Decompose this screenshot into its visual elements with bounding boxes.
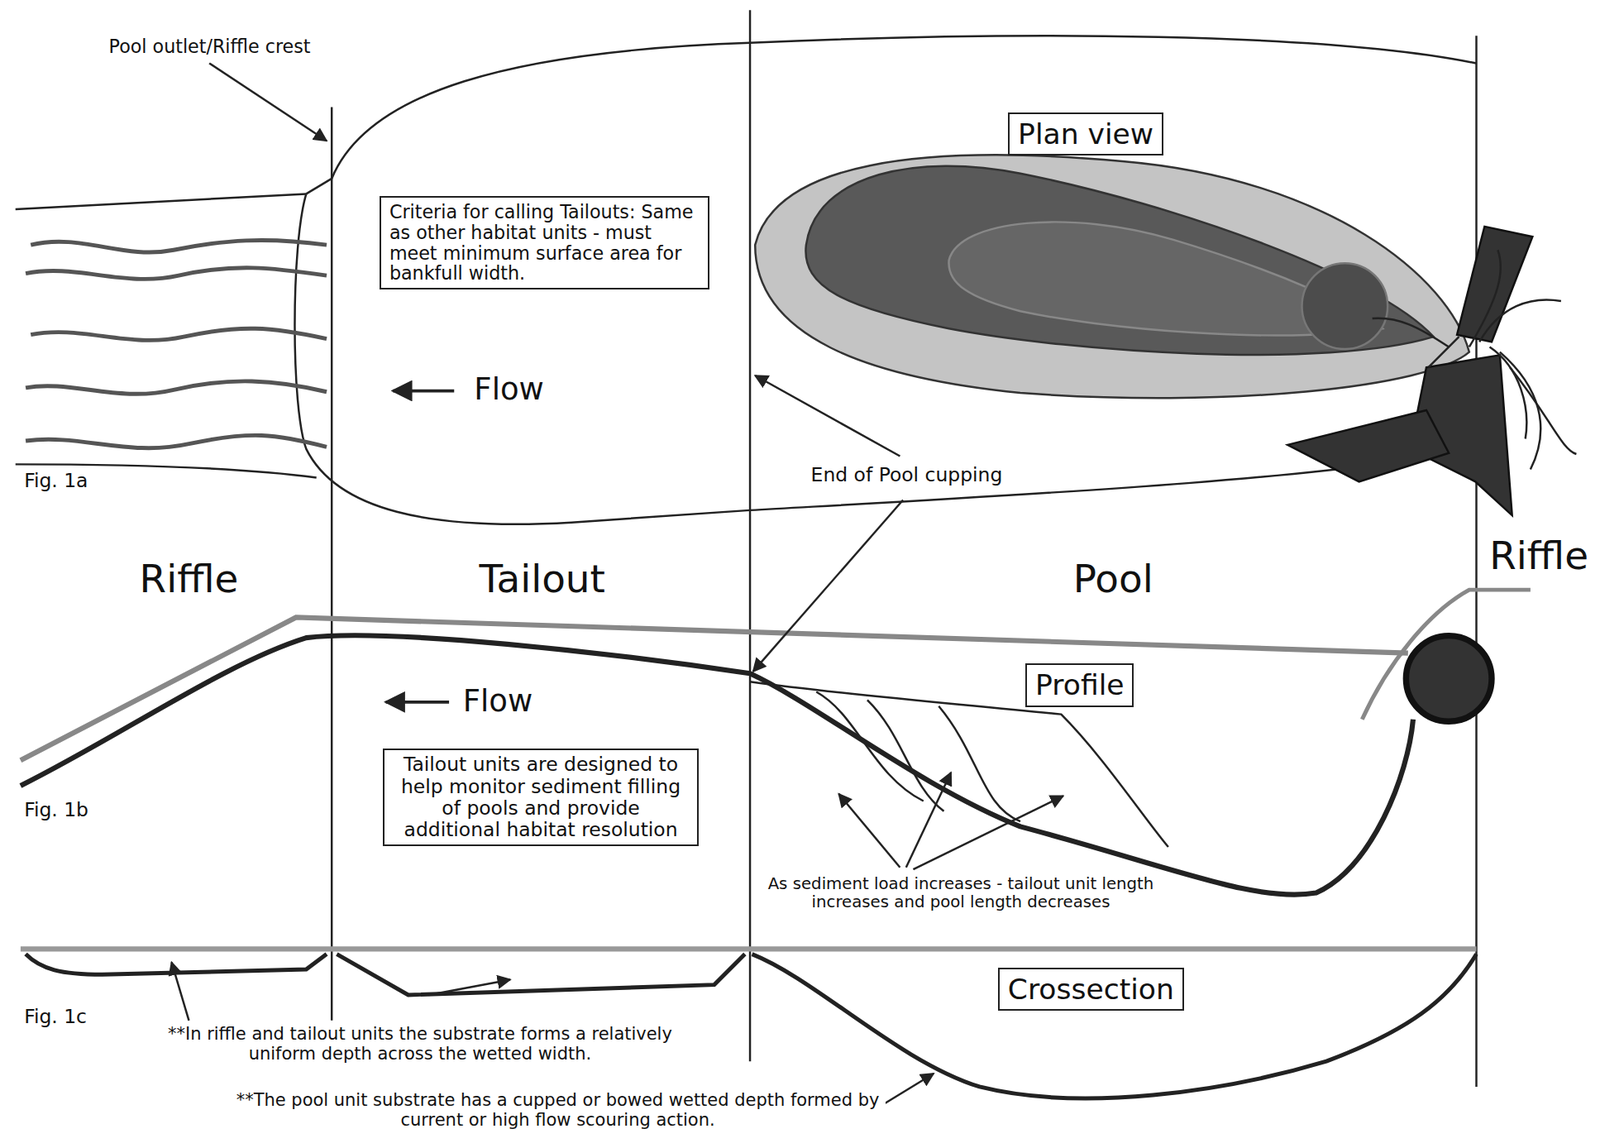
pool-deepest <box>1302 262 1389 349</box>
view-title-box: Crossection <box>998 967 1185 1012</box>
figure-number: Fig. 1a <box>22 469 90 492</box>
divider-line <box>330 107 333 1021</box>
box-text: Plan view <box>1017 118 1154 151</box>
plan-bank <box>15 193 307 210</box>
flow-label: Flow <box>461 683 535 720</box>
stream-bed <box>20 635 1414 894</box>
unit-name: Riffle <box>138 556 241 602</box>
log-rootwad <box>1287 226 1533 516</box>
flow-label: Flow <box>472 372 546 408</box>
log-section <box>1405 635 1492 722</box>
pool-shade <box>754 154 1470 398</box>
riffle-ripples <box>25 239 327 448</box>
plan-bank <box>305 178 332 195</box>
cross-section-bed <box>25 954 1476 1099</box>
callout-label: End of Pool cupping <box>809 463 1005 487</box>
figure-number: Fig. 1b <box>22 798 91 822</box>
plan-bank <box>331 35 1476 179</box>
callout-label: Pool outlet/Riffle crest <box>107 36 313 58</box>
box-text: Crossection <box>1007 973 1175 1006</box>
annotation: **In riffle and tailout units the substr… <box>132 1023 707 1064</box>
water-surface <box>20 616 1409 760</box>
unit-name: Tailout <box>477 556 607 602</box>
divider-line <box>1475 35 1477 1087</box>
note-box: Criteria for calling Tailouts: Same as o… <box>379 195 710 290</box>
divider-line <box>749 9 751 1061</box>
figure-number: Fig. 1c <box>22 1005 89 1028</box>
box-text: Tailout units are designed to help monit… <box>392 753 690 841</box>
water-line <box>20 945 1477 951</box>
pool-deep <box>805 166 1433 355</box>
unit-name: Riffle <box>1487 533 1591 578</box>
roots <box>1372 249 1577 469</box>
annotation: As sediment load increases - tailout uni… <box>759 874 1161 913</box>
leader-arrow <box>171 62 1063 1115</box>
view-title-box: Profile <box>1025 663 1134 707</box>
note-box: Tailout units are designed to help monit… <box>382 748 700 847</box>
unit-name: Pool <box>1071 556 1156 602</box>
box-text: Profile <box>1035 668 1124 702</box>
view-title-box: Plan view <box>1007 112 1164 157</box>
annotation: **The pool unit substrate has a cupped o… <box>229 1089 887 1130</box>
box-text: Criteria for calling Tailouts: Same as o… <box>389 201 700 285</box>
